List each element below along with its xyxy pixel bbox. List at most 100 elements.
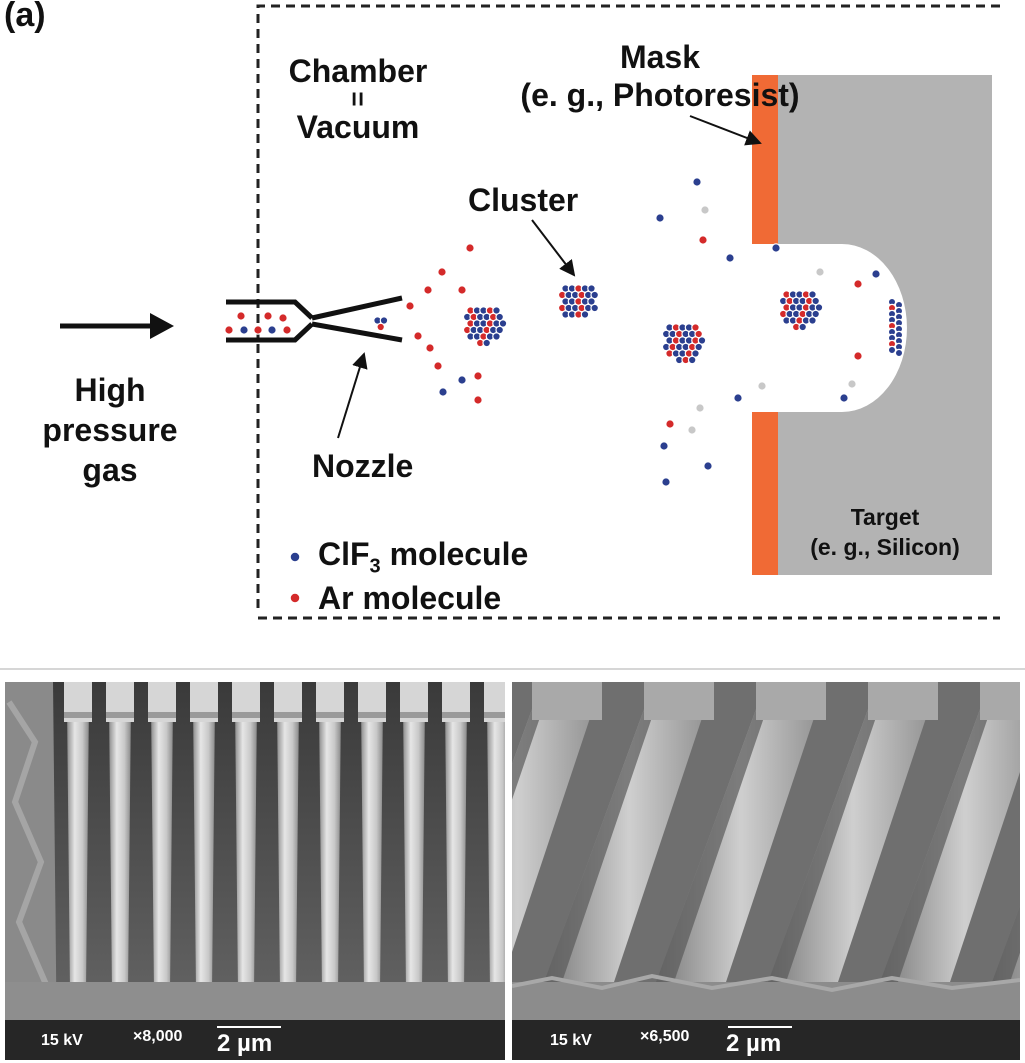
sem-2-voltage: 15 kV [550,1032,592,1049]
chamber-label-line1: Chamber [288,53,428,89]
ar-molecule [473,371,483,381]
ar-molecule [665,419,675,429]
clf3-molecule [697,336,707,345]
panel-divider [0,668,1025,670]
gas-cluster-etching-diagram [60,4,1000,620]
sem-info-bar-1: 15 kV ×8,000 2 µm [5,1020,505,1060]
sem-2-magnification: ×6,500 [640,1028,690,1045]
clf3-molecule [871,269,881,279]
clf3-molecule [580,310,590,319]
clf3-molecule [267,325,277,335]
clf3-molecule [887,345,897,355]
byproduct-molecule [815,267,825,277]
gas-label: High pressure gas [30,370,190,490]
mask-label-line2: (e. g., Photoresist) [520,77,800,113]
byproduct-molecule [847,379,857,389]
sem-pillar [190,682,218,992]
legend-clf3-dot [289,551,301,563]
small-cluster [373,316,389,332]
ar-molecule [278,313,288,323]
mask-lower [752,412,778,575]
sem-mask-cap [644,682,714,720]
nozzle-pointer-arrow [337,352,368,439]
sem-pillar [274,682,302,992]
clf3-molecule [691,349,700,358]
clf3-molecule [894,348,904,358]
cluster [462,306,508,348]
mask-label-line1: Mask [619,39,701,75]
byproduct-molecule [757,381,767,391]
target-label-line2: (e. g., Silicon) [810,534,960,560]
ar-molecule [457,285,467,295]
byproduct-molecule [695,403,705,413]
ar-molecule [473,395,483,405]
sem-slanted-pillar [656,682,826,982]
clf3-molecule [703,461,713,471]
etched-deposit [887,297,904,358]
chamber-boundary [256,4,1000,620]
sem-1-scale-bar [217,1026,281,1028]
clf3-molecule [492,332,501,341]
sem-pillar [232,682,260,992]
ar-molecule [437,267,447,277]
ar-molecule [263,311,273,321]
clf3-molecule [438,387,448,397]
sem-slanted-pillar [992,905,1020,982]
target-label: Target (e. g., Silicon) [778,502,992,562]
ar-molecule [433,361,443,371]
legend-ar-label: Ar molecule [318,580,502,616]
sem-2-scale-bar [728,1026,792,1028]
sem-mask-cap [756,682,826,720]
clf3-molecule [655,213,665,223]
sem-slanted-pillar [880,682,1020,982]
clf3-molecule [687,355,697,365]
clf3-molecule [771,243,781,253]
clf3-molecule [661,477,671,487]
sem-pillar [400,682,428,992]
clf3-molecule [457,375,467,385]
target-label-line1: Target [850,504,920,530]
chamber-label-equals: = [343,91,373,107]
ar-molecule [253,325,263,335]
ar-molecule [224,325,234,335]
legend-ar-dot [289,592,301,604]
molecule-layer [224,177,881,487]
cluster [661,323,707,365]
clf3-molecule [590,303,600,313]
cluster [557,284,600,319]
sem-slanted-pillar [544,682,714,982]
sem-1-scale-label: 2 µm [217,1030,273,1057]
legend-clf3-label: ClF3 molecule [318,536,529,578]
chamber-label-line2: Vacuum [296,109,420,145]
ar-molecule [236,311,246,321]
ar-molecule [853,351,863,361]
byproduct-molecule [700,205,710,215]
byproduct-molecule [687,425,697,435]
mask-label: Mask (e. g., Photoresist) [480,38,840,114]
clf3-molecule [498,319,508,328]
sem-pillar [358,682,386,992]
clf3-molecule [482,338,492,348]
sem-1-magnification: ×8,000 [133,1028,183,1045]
mask-pointer-arrow [689,115,762,146]
panel-label: (a) [4,0,46,34]
gas-flow-arrowhead [150,313,174,339]
sem-micrograph-slanted-pillars: 15 kV ×6,500 2 µm [512,682,1020,1060]
sem-2-scale-label: 2 µm [726,1030,782,1057]
ar-molecule [853,279,863,289]
clf3-molecule [808,316,817,325]
sem-mask-cap [868,682,938,720]
clf3-molecule [725,253,735,263]
sem-micrograph-vertical-pillars: 15 kV ×8,000 2 µm [5,682,505,1060]
clf3-molecule [839,393,849,403]
clf3-molecule [814,303,824,312]
sem-pillar [106,682,134,992]
sem-pillar [442,682,470,992]
sem-pillar [316,682,344,992]
cluster-pointer-arrow [531,219,576,277]
clf3-molecule [239,325,249,335]
ar-molecule [423,285,433,295]
gas-label-line3: gas [82,452,138,488]
nozzle-shape [226,295,403,343]
gas-label-line2: pressure [42,412,178,448]
